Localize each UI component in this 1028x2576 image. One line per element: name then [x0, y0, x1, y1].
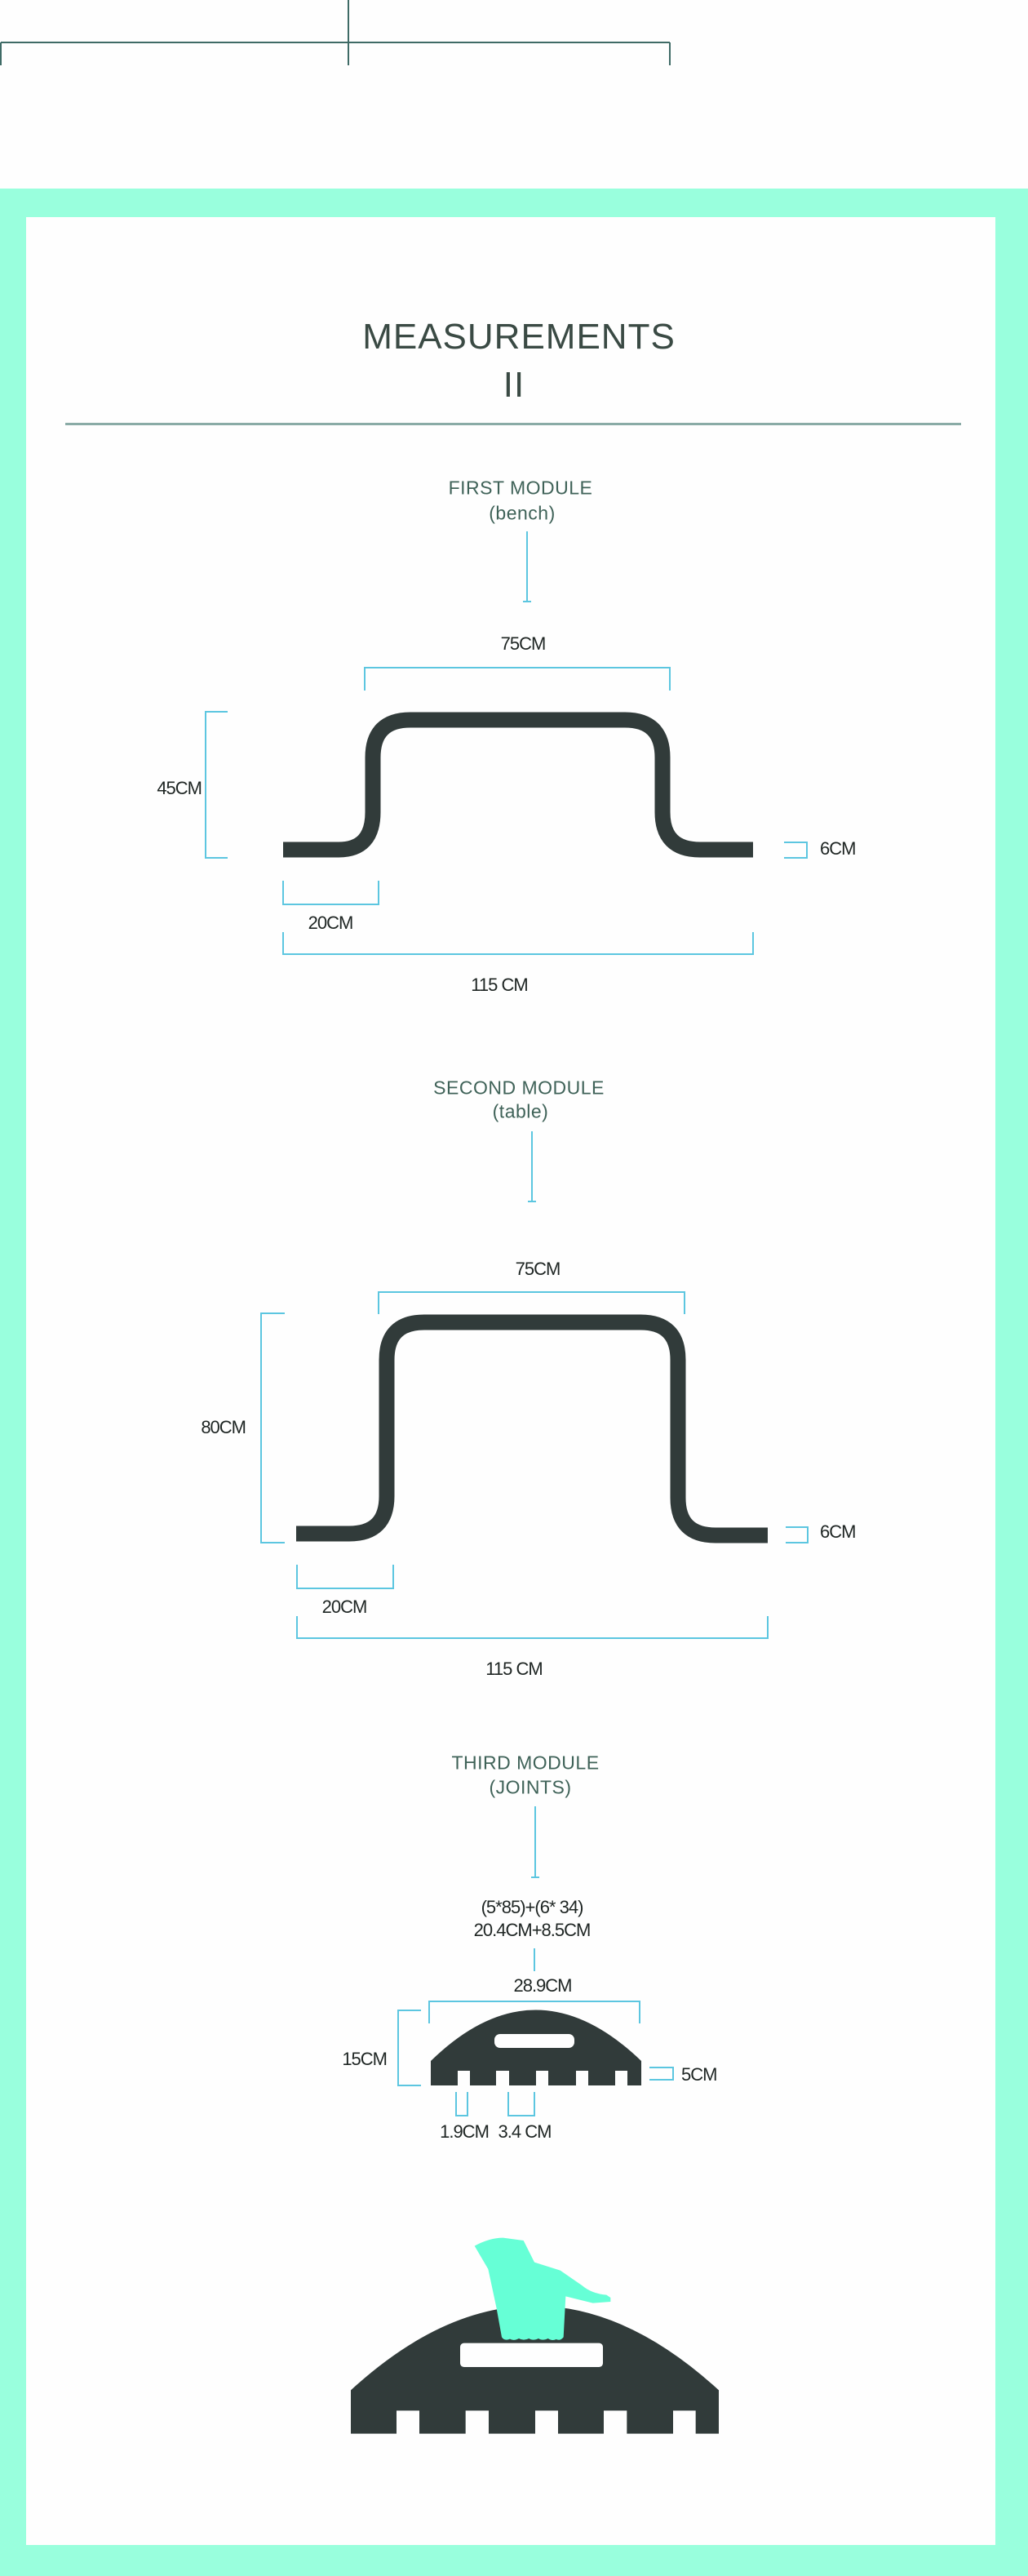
content-panel [26, 217, 995, 2545]
dim-80 [260, 1312, 285, 1543]
joint-with-hand-illustration [351, 2237, 719, 2434]
large-joint-shape [351, 2306, 719, 2434]
third-module-drawing [397, 1806, 674, 2116]
hand-icon [474, 2237, 611, 2340]
table-profile [296, 1314, 768, 1543]
leader-line [528, 1131, 536, 1202]
joint-formula-result: 20.4CM+8.5CM [473, 1920, 592, 1940]
dim-6 [786, 1526, 809, 1543]
dim-6 [784, 842, 808, 859]
dim-115 [296, 1616, 769, 1639]
dim-28-9 [428, 2001, 640, 2023]
dim-20 [282, 881, 379, 905]
title-divider [65, 423, 961, 425]
third-module-title: THIRD MODULE [451, 1752, 600, 1774]
second-width-label: 75CM [515, 1259, 561, 1279]
dim-3-4 [507, 2092, 535, 2116]
second-foot-label: 20CM [321, 1597, 368, 1617]
first-height-label: 45CM [157, 778, 202, 798]
page-subtitle: II [503, 365, 525, 405]
dim-20 [296, 1565, 394, 1589]
dim-75 [378, 1291, 685, 1314]
joint-height-label: 15CM [342, 2049, 388, 2069]
bench-profile [283, 712, 753, 858]
top-connector-lines [0, 0, 671, 65]
second-module-drawing [260, 1131, 809, 1639]
first-foot-label: 20CM [308, 913, 354, 933]
large-joint-slot [460, 2343, 603, 2367]
page-title: MEASUREMENTS [362, 317, 676, 357]
joint-notch-depth-label: 5CM [681, 2064, 717, 2085]
first-module-drawing [205, 531, 808, 955]
second-height-label: 80CM [201, 1417, 246, 1437]
joint-formula: (5*85)+(6* 34) [481, 1897, 584, 1917]
first-thickness-label: 6CM [820, 838, 856, 859]
dim-75 [364, 667, 671, 691]
first-module-subtitle: (bench) [489, 502, 556, 524]
dim-1-9 [455, 2092, 468, 2116]
joint-notch-width-label: 1.9CM [440, 2121, 490, 2142]
second-total-label: 115 CM [485, 1659, 543, 1679]
joint-width-label: 28.9CM [513, 1975, 572, 1996]
dim-15 [397, 2010, 421, 2086]
second-module-subtitle: (table) [492, 1100, 549, 1122]
second-thickness-label: 6CM [820, 1521, 856, 1542]
first-module-title: FIRST MODULE [448, 477, 593, 499]
third-module-subtitle: (JOINTS) [489, 1776, 572, 1798]
first-width-label: 75CM [500, 633, 547, 654]
leader-line [531, 1806, 539, 1878]
joint-slot [494, 2034, 574, 2048]
leader-line [523, 531, 531, 602]
first-total-label: 115 CM [471, 975, 528, 995]
dim-115 [282, 932, 754, 955]
dim-45 [205, 711, 228, 859]
dim-5 [649, 2067, 674, 2081]
joint-tooth-width-label: 3.4 CM [498, 2121, 552, 2142]
second-module-title: SECOND MODULE [433, 1077, 605, 1099]
